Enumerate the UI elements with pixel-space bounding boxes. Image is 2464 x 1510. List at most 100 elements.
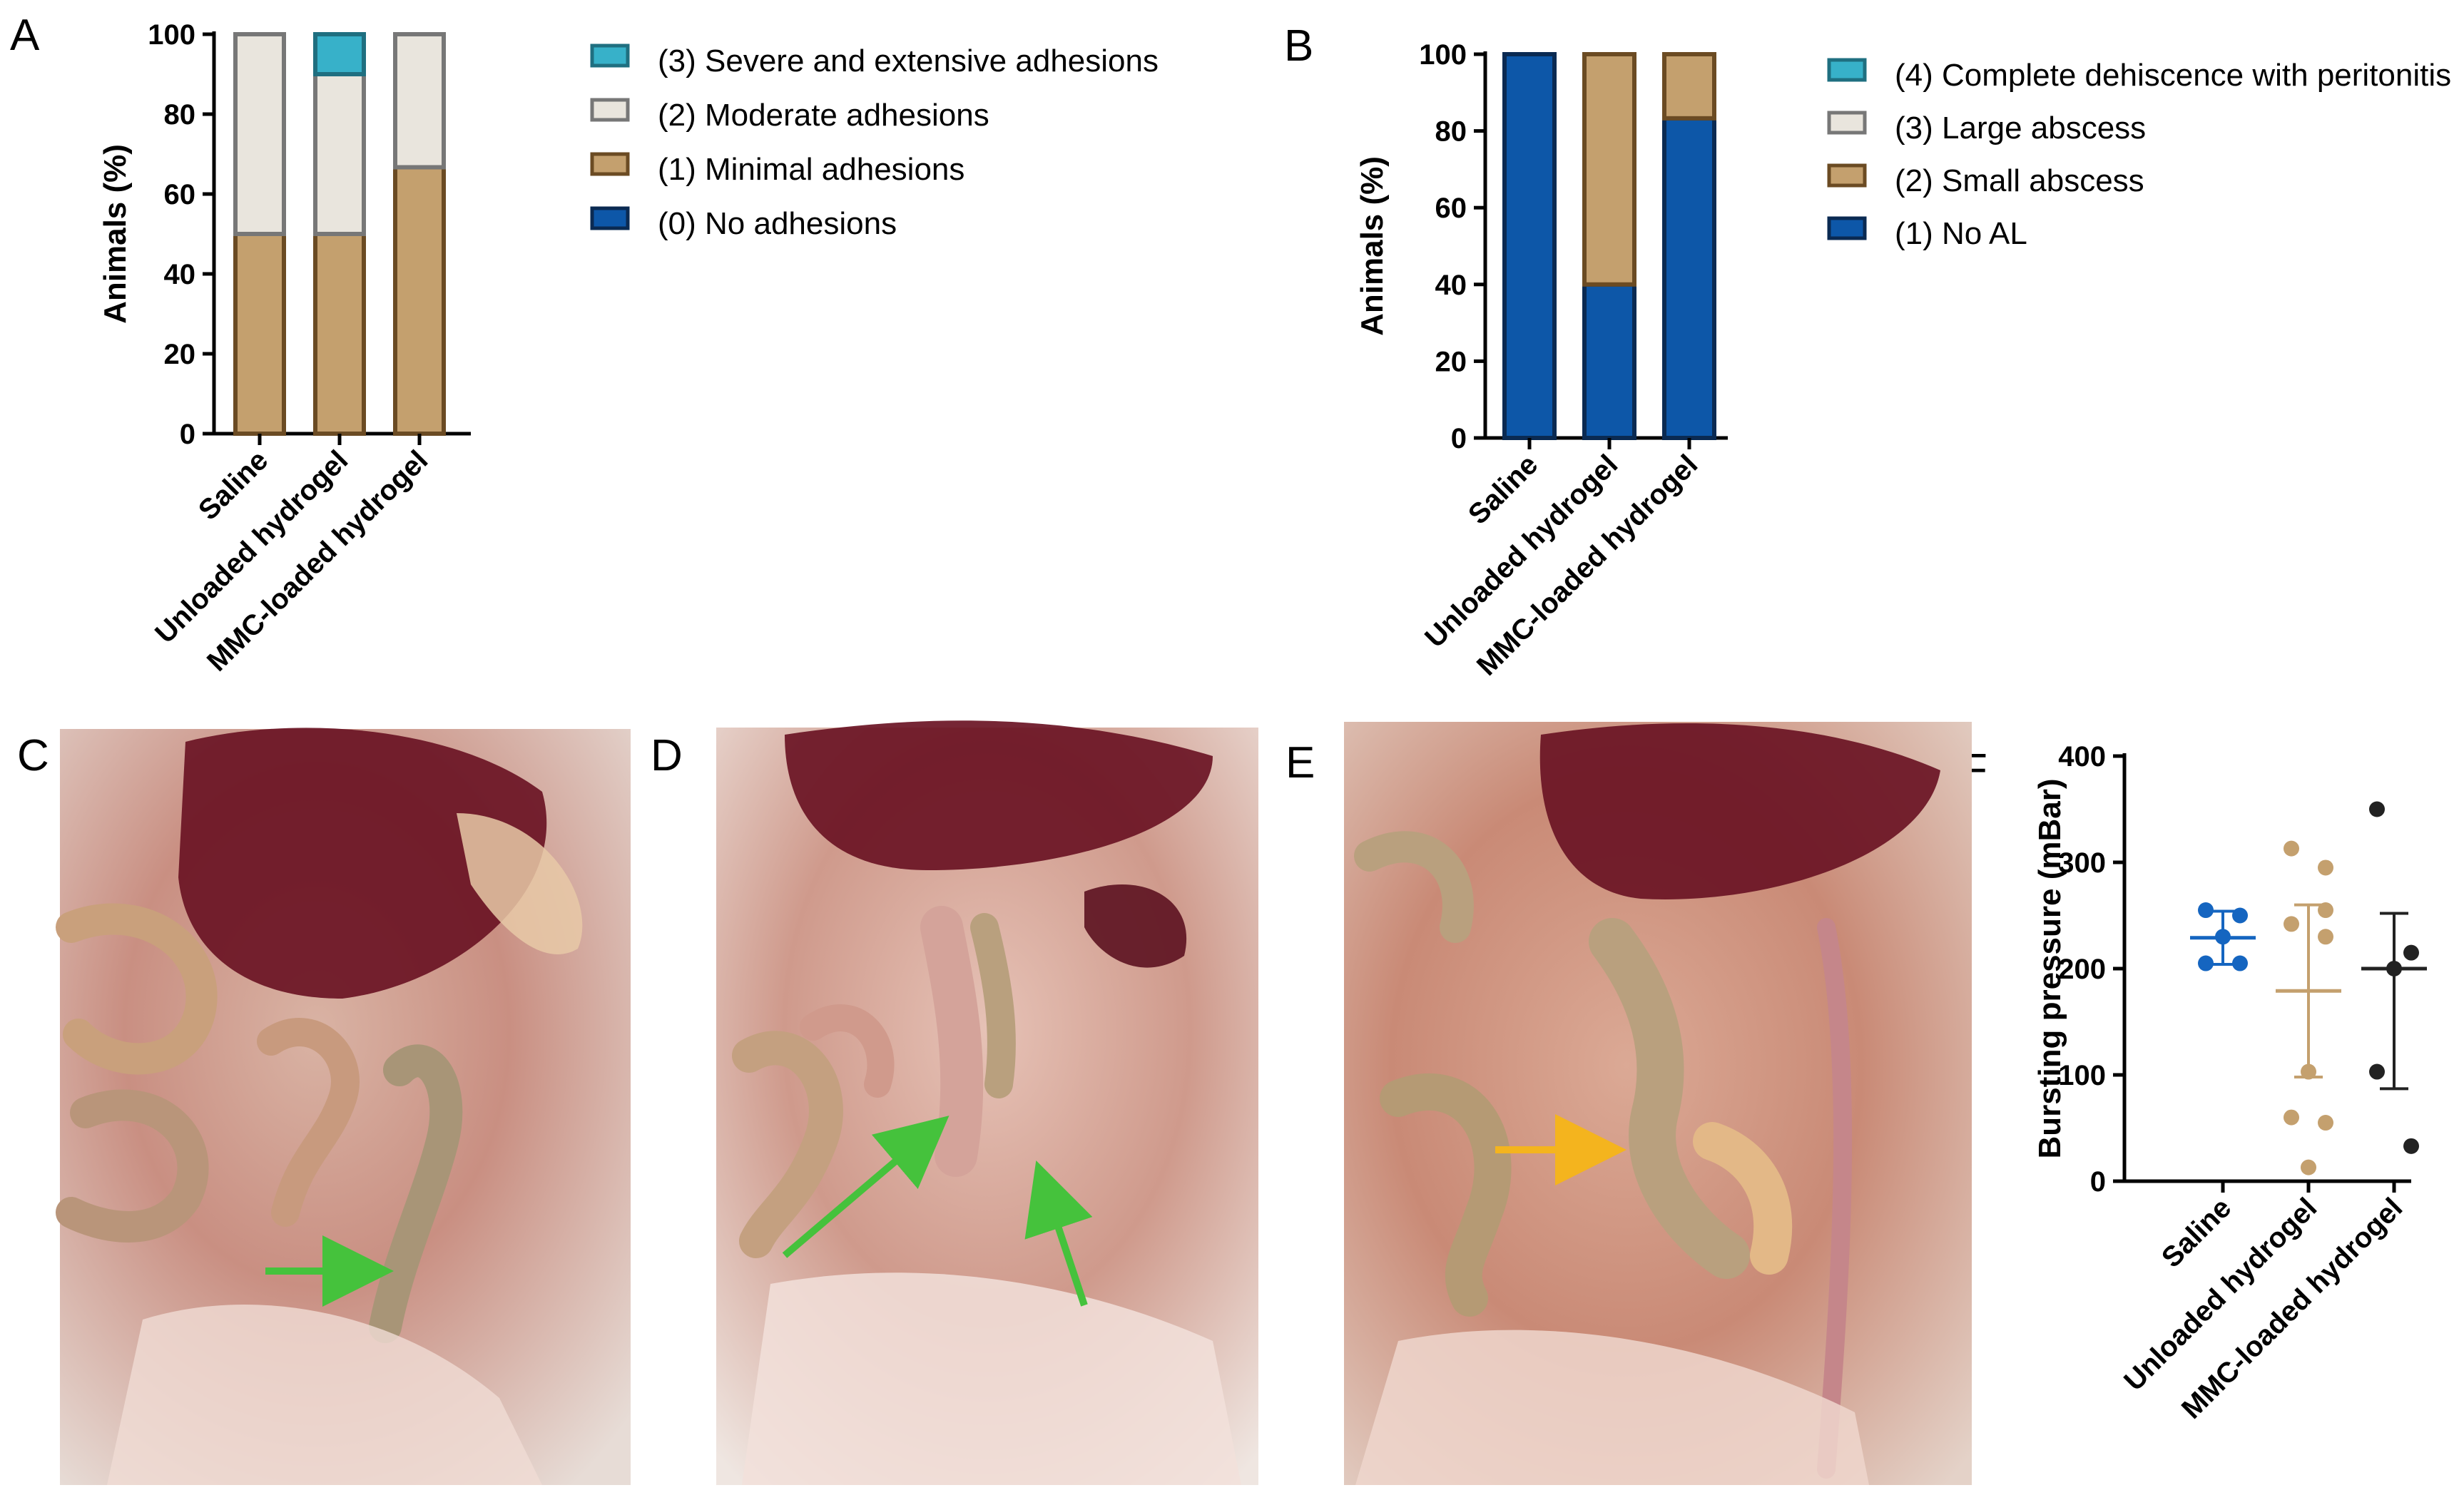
legend-swatch (1827, 111, 1867, 135)
bar-segment (393, 165, 446, 436)
bar-segment (1662, 52, 1716, 121)
legend-swatch (590, 152, 630, 176)
legend-label: (1) Minimal adhesions (658, 152, 964, 187)
data-point (2284, 840, 2299, 857)
data-point (2198, 902, 2214, 919)
y-axis-label: Animals (%) (1355, 156, 1390, 336)
data-point (2369, 1063, 2385, 1080)
data-point (2284, 916, 2299, 932)
y-tick-label: 60 (164, 179, 196, 210)
y-axis-label: Bursting pressure (mBar) (2032, 778, 2067, 1158)
data-point (2284, 1109, 2299, 1126)
data-point (2386, 961, 2402, 976)
data-point (2198, 955, 2214, 971)
fat-tissue (1355, 1330, 1869, 1485)
legend-swatch (590, 206, 630, 230)
intestine-loop (800, 1004, 895, 1098)
y-tick-label: 300 (2058, 847, 2106, 879)
legend-swatch (590, 44, 630, 68)
bar-segment (1582, 282, 1636, 440)
legend-swatch (1827, 216, 1867, 240)
data-point (2318, 859, 2333, 876)
bar-segment (313, 232, 366, 436)
panel-letter-a: A (10, 11, 40, 60)
legend-label: (4) Complete dehiscence with peritonitis (1895, 58, 2451, 93)
abdominal-wall (1817, 918, 1853, 1479)
bar-segment (313, 32, 366, 76)
data-point (2215, 929, 2231, 945)
legend-swatch (1827, 58, 1867, 82)
y-tick-label: 0 (180, 419, 195, 450)
panel-letter-b: B (1284, 21, 1313, 71)
y-tick-label: 100 (1419, 39, 1467, 71)
legend-swatch (1827, 163, 1867, 188)
colon-segment (1589, 918, 1750, 1279)
intestine-loop (1354, 831, 1474, 943)
y-tick-label: 40 (164, 259, 196, 290)
photo-d (716, 720, 1258, 1485)
data-point (2403, 1138, 2419, 1154)
y-tick-label: 100 (148, 19, 195, 51)
y-tick-label: 100 (2058, 1060, 2106, 1091)
y-tick-label: 40 (1435, 270, 1467, 301)
fat-tissue (107, 1304, 542, 1485)
data-point (2403, 944, 2419, 961)
legend-label: (1) No AL (1895, 216, 2027, 251)
bar-segment (233, 32, 286, 236)
y-tick-label: 0 (1451, 423, 1467, 454)
data-point (2301, 1063, 2316, 1080)
green-arrow (782, 1116, 950, 1258)
bar-segment (313, 72, 366, 236)
legend-label: (3) Large abscess (1895, 111, 2146, 146)
spleen-shape (1084, 884, 1187, 968)
bar-segment (1582, 52, 1636, 287)
legend-label: (2) Small abscess (1895, 163, 2144, 198)
y-tick-label: 60 (1435, 193, 1467, 224)
intestine-loop (1380, 1073, 1512, 1317)
legend-label: (2) Moderate adhesions (658, 98, 989, 133)
liver-shape (785, 720, 1213, 870)
y-tick-label: 20 (1435, 346, 1467, 377)
data-point (2369, 801, 2385, 817)
intestine-loop (732, 1031, 843, 1258)
y-axis-label: Animals (%) (98, 144, 133, 324)
y-tick-label: 20 (164, 339, 196, 370)
stomach-shape (457, 813, 583, 954)
colon-segment (920, 906, 984, 1177)
liver-shape (1539, 723, 1940, 899)
panel-letter-c: C (17, 731, 49, 780)
legend-label: (0) No adhesions (658, 206, 897, 241)
photo-c (56, 728, 631, 1485)
bar-segment (1502, 52, 1557, 440)
intestine-loop (970, 913, 1016, 1098)
liver-shape (178, 728, 547, 999)
data-point (2232, 907, 2248, 924)
fat-tissue (1693, 1122, 1793, 1275)
data-point (2318, 929, 2333, 945)
y-tick-label: 80 (164, 99, 196, 131)
data-point (2318, 902, 2333, 919)
y-tick-label: 80 (1435, 116, 1467, 148)
panel-letter-d: D (651, 731, 683, 780)
legend-swatch (590, 98, 630, 122)
intestine-loop (56, 1089, 209, 1243)
bar-segment (1662, 116, 1716, 440)
y-tick-label: 200 (2058, 954, 2106, 985)
intestine-loop (369, 1044, 463, 1343)
y-tick-label: 400 (2058, 741, 2106, 772)
bar-segment (393, 32, 446, 170)
photo-e (1344, 722, 1972, 1485)
data-point (2301, 1159, 2316, 1175)
intestine-loop (56, 903, 218, 1075)
fat-tissue (742, 1272, 1241, 1485)
data-point (2318, 1115, 2333, 1131)
data-point (2232, 955, 2248, 971)
panel-letter-e: E (1286, 738, 1315, 787)
x-tick-label: Saline (2156, 1192, 2237, 1273)
y-tick-label: 0 (2090, 1166, 2106, 1198)
green-arrow (1024, 1160, 1093, 1307)
